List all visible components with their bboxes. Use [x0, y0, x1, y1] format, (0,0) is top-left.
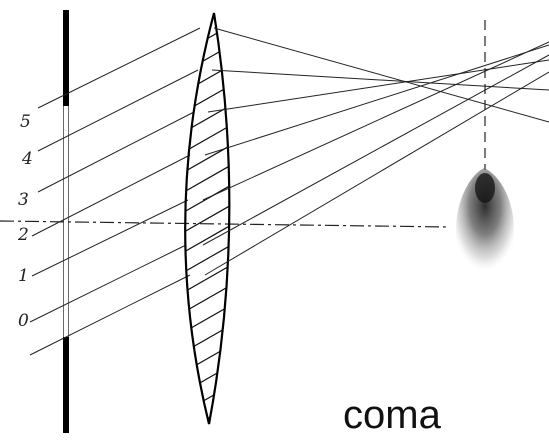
incoming-ray-0: [29, 244, 187, 323]
aperture-top-blade: [63, 10, 69, 106]
refracted-ray-extra: [204, 71, 549, 276]
coma-spot: [456, 168, 514, 276]
incoming-ray-1: [31, 199, 189, 277]
ray-label-2: 2: [17, 225, 29, 245]
ray-label-4: 4: [21, 149, 33, 169]
refracted-ray-3: [207, 59, 549, 113]
incoming-ray-2: [31, 154, 191, 237]
refracted-ray-0: [202, 54, 549, 246]
refracted-ray-5: [213, 27, 549, 123]
ray-label-5: 5: [20, 112, 31, 132]
incoming-ray-3: [37, 111, 195, 193]
ray-label-1: 1: [18, 266, 29, 286]
caption-coma: coma: [343, 393, 442, 437]
incoming-ray-5: [37, 27, 201, 109]
refracted-ray-2: [204, 44, 549, 156]
refracted-ray-1: [202, 41, 549, 201]
lens: [184, 12, 231, 425]
ray-label-3: 3: [18, 190, 29, 210]
aperture-bottom-blade: [63, 337, 69, 433]
incoming-ray-extra: [29, 274, 191, 356]
refracted-ray-4: [211, 69, 549, 91]
optical-axis: [0, 220, 451, 228]
refracted-rays: [202, 27, 549, 276]
incoming-ray-4: [37, 69, 199, 152]
incoming-rays: [29, 27, 201, 356]
ray-label-0: 0: [18, 311, 29, 331]
ray-labels: 5 4 3 2 1 0: [17, 112, 33, 331]
